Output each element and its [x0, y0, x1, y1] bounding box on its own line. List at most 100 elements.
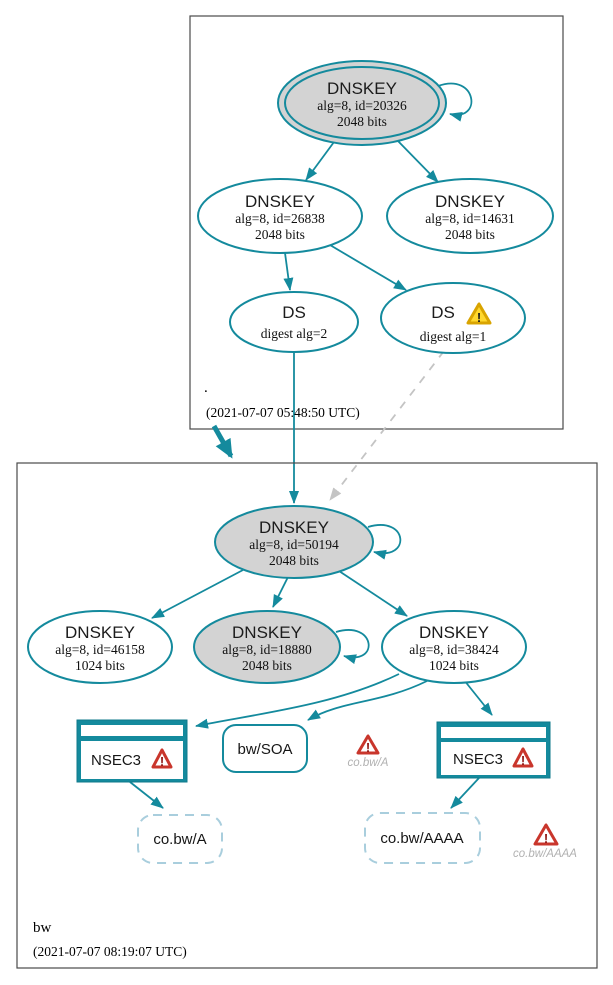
dnskey-46158-size: 1024 bits [75, 658, 125, 673]
edge-zsk38424-to-nsec3-left [195, 673, 400, 729]
error-exclamation: ! [544, 831, 548, 846]
ds-alg2-title: DS [282, 303, 306, 322]
bw-soa-label: bw/SOA [237, 741, 292, 758]
nsec3-left-header-row [81, 725, 183, 736]
dnskey-26838-size: 2048 bits [255, 227, 305, 242]
error-cobw-a-label: co.bw/A [348, 757, 389, 769]
node-bw-dnskey-50194: DNSKEY alg=8, id=50194 2048 bits [214, 505, 374, 579]
root-cluster-label: . [204, 380, 208, 396]
edge-ksk50194-to-zsk38424 [338, 570, 408, 617]
node-root-dnskey-26838: DNSKEY alg=8, id=26838 2048 bits [197, 178, 363, 254]
edge-zsk38424-to-bw-soa [307, 680, 428, 721]
dnskey-50194-detail: alg=8, id=50194 [249, 537, 339, 552]
dnskey-20326-size: 2048 bits [337, 114, 387, 129]
error-triangle-red [533, 823, 559, 846]
error-cobw-aaaa-label: co.bw/AAAA [513, 848, 577, 860]
edge-ksk20326-to-zsk26838 [305, 141, 335, 181]
dnskey-38424-size: 1024 bits [429, 658, 479, 673]
error-icon: ! [533, 823, 559, 846]
dnskey-20326-detail: alg=8, id=20326 [317, 98, 407, 113]
node-error-cobw-a: ! co.bw/A [348, 734, 389, 769]
cobw-a-box [137, 814, 223, 864]
dnskey-14631-ellipse [386, 178, 554, 254]
node-root-dnskey-20326: DNSKEY alg=8, id=20326 2048 bits [277, 60, 447, 146]
node-bw-soa: bw/SOA [222, 724, 308, 773]
dnskey-50194-title: DNSKEY [259, 518, 329, 537]
warning-icon: ! [466, 302, 492, 325]
error-exclamation: ! [366, 740, 370, 755]
self-loop-ksk20326 [437, 82, 473, 122]
nsec3-right-header-row [441, 727, 546, 738]
nsec3-right-label: NSEC3 [453, 751, 503, 768]
bw-cluster-label: bw [33, 920, 52, 936]
error-exclamation: ! [160, 754, 164, 769]
dnskey-50194-size: 2048 bits [269, 553, 319, 568]
warning-triangle-yellow [466, 302, 492, 325]
edge-ksk50194-to-zsk46158 [151, 569, 244, 619]
node-root-dnskey-14631: DNSKEY alg=8, id=14631 2048 bits [386, 178, 554, 254]
dnskey-20326-inner-ellipse [284, 66, 440, 140]
dnskey-26838-ellipse [197, 178, 363, 254]
dnskey-38424-ellipse [381, 610, 527, 684]
edge-ds1-to-ksk50194-insecure [329, 350, 445, 501]
dnskey-18880-size: 2048 bits [242, 658, 292, 673]
error-triangle-red [356, 734, 380, 755]
ds-alg1-title: DS [431, 303, 455, 322]
node-error-cobw-aaaa: ! co.bw/AAAA [513, 823, 577, 860]
node-nsec3-left: NSEC3 ! [76, 719, 188, 783]
node-bw-dnskey-18880: DNSKEY alg=8, id=18880 2048 bits [193, 610, 341, 684]
dnskey-20326-title: DNSKEY [327, 79, 397, 98]
node-nsec3-right: NSEC3 ! [436, 721, 551, 779]
ds-alg2-detail: digest alg=2 [261, 326, 327, 341]
edge-zsk38424-to-nsec3-right [463, 679, 493, 716]
dnskey-38424-title: DNSKEY [419, 623, 489, 642]
dnskey-50194-ellipse [214, 505, 374, 579]
dnskey-26838-detail: alg=8, id=26838 [235, 211, 325, 226]
edge-nsec3-left-to-cobw-a [129, 781, 164, 809]
root-zone-cluster-box [189, 15, 564, 430]
dnskey-14631-size: 2048 bits [445, 227, 495, 242]
error-exclamation: ! [521, 753, 525, 768]
warning-exclamation: ! [477, 310, 481, 325]
dnskey-46158-title: DNSKEY [65, 623, 135, 642]
edge-ksk20326-to-zsk14631 [396, 139, 439, 183]
self-loop-zsk18880 [335, 629, 370, 665]
bw-soa-box [222, 724, 308, 773]
edge-ksk50194-to-zsk18880 [272, 576, 289, 608]
bw-cluster-timestamp: (2021-07-07 08:19:07 UTC) [33, 944, 187, 959]
error-icon: ! [512, 747, 534, 768]
ds-alg2-ellipse [229, 291, 359, 353]
node-ds-digest-alg1: DS ! digest alg=1 [380, 282, 526, 354]
dnskey-14631-title: DNSKEY [435, 192, 505, 211]
edge-zsk26838-to-ds1 [329, 244, 407, 291]
dnskey-14631-detail: alg=8, id=14631 [425, 211, 514, 226]
error-icon: ! [356, 734, 380, 755]
node-ds-digest-alg2: DS digest alg=2 [229, 291, 359, 353]
ds-alg1-ellipse [380, 282, 526, 354]
dnskey-46158-ellipse [27, 610, 173, 684]
node-rrset-cobw-a: co.bw/A [137, 814, 223, 864]
node-bw-dnskey-46158: DNSKEY alg=8, id=46158 1024 bits [27, 610, 173, 684]
dnskey-38424-detail: alg=8, id=38424 [409, 642, 499, 657]
ds-alg1-detail: digest alg=1 [420, 329, 486, 344]
cobw-aaaa-box [364, 812, 481, 864]
error-icon: ! [151, 748, 173, 769]
dnskey-18880-detail: alg=8, id=18880 [222, 642, 312, 657]
node-bw-dnskey-38424: DNSKEY alg=8, id=38424 1024 bits [381, 610, 527, 684]
error-triangle-red [151, 748, 173, 769]
dnskey-26838-title: DNSKEY [245, 192, 315, 211]
edge-nsec3-right-to-cobw-aaaa [450, 777, 480, 809]
nsec3-left-label: NSEC3 [91, 752, 141, 769]
root-cluster-timestamp: (2021-07-07 05:48:50 UTC) [206, 405, 360, 420]
dnskey-18880-title: DNSKEY [232, 623, 302, 642]
error-triangle-red [512, 747, 534, 768]
dnskey-18880-ellipse [193, 610, 341, 684]
cobw-a-label: co.bw/A [153, 831, 206, 848]
node-rrset-cobw-aaaa: co.bw/AAAA [364, 812, 481, 864]
dnskey-46158-detail: alg=8, id=46158 [55, 642, 145, 657]
self-loop-ksk50194 [367, 524, 402, 560]
edge-zsk26838-to-ds2 [283, 252, 294, 291]
edge-delegation-root-to-bw [211, 424, 234, 459]
cobw-aaaa-label: co.bw/AAAA [380, 830, 463, 847]
